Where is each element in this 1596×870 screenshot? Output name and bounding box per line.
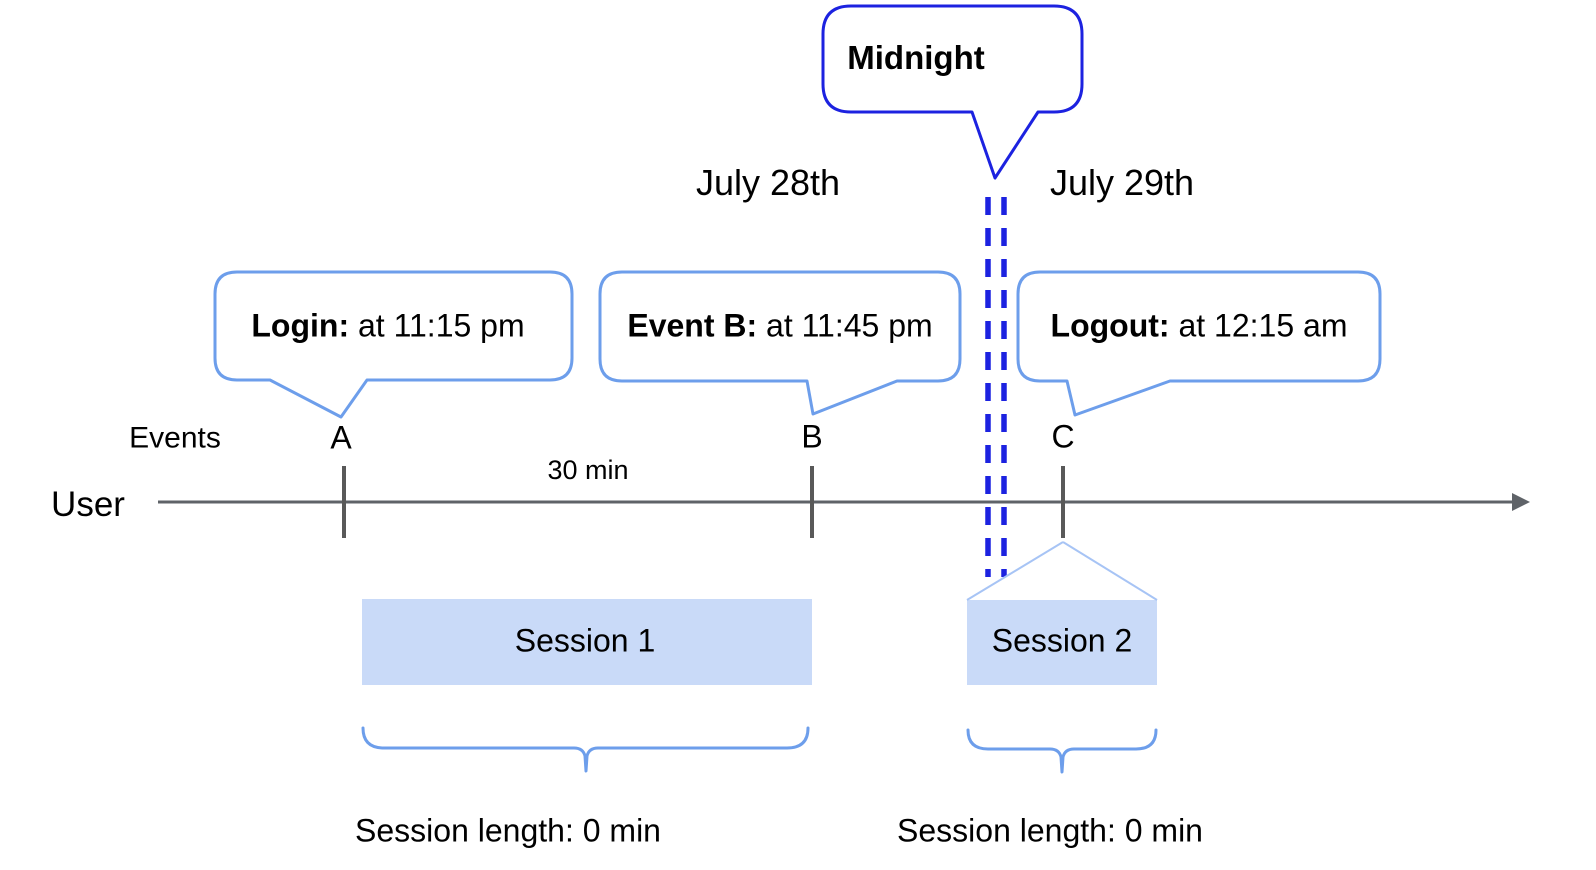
session-2-funnel-right-line — [1062, 541, 1158, 601]
session-1-bar — [362, 599, 812, 685]
logout-callout-text: Logout: at 12:15 am — [1051, 308, 1348, 343]
user-axis-label: User — [51, 484, 125, 524]
midnight-label: Midnight — [847, 38, 985, 76]
session-1-length-label: Session length: 0 min — [355, 812, 661, 849]
session-1-brace — [361, 726, 810, 773]
session-2-funnel-left-line — [966, 541, 1064, 601]
date-july-28-label: July 28th — [695, 162, 841, 204]
event-marker-a: A — [330, 419, 352, 456]
session-2-brace — [966, 728, 1158, 774]
login-callout-bubble — [213, 270, 574, 419]
login-callout-text: Login: at 11:15 pm — [251, 308, 524, 343]
events-row-label: Events — [129, 421, 221, 455]
session-2-length-label: Session length: 0 min — [897, 812, 1203, 849]
event-marker-b: B — [801, 418, 823, 455]
session-2-label: Session 2 — [991, 622, 1133, 659]
interval-30-min-label: 30 min — [547, 455, 629, 486]
logout-callout-bubble — [1016, 270, 1382, 417]
midnight-callout-bubble — [821, 4, 1084, 180]
login-callout-label: Login: — [251, 307, 350, 344]
event-b-callout-label: Event B: — [627, 307, 758, 344]
timeline-arrowhead — [1512, 493, 1530, 511]
event-marker-c: C — [1051, 418, 1075, 455]
logout-callout-time: at 12:15 am — [1169, 307, 1348, 344]
login-callout-time: at 11:15 pm — [349, 307, 525, 344]
event-b-callout-time: at 11:45 pm — [757, 307, 933, 344]
event-b-callout-bubble — [598, 270, 962, 416]
session-1-label: Session 1 — [514, 622, 656, 659]
session-2-bar — [967, 600, 1157, 685]
logout-callout-label: Logout: — [1050, 307, 1170, 344]
date-july-29-label: July 29th — [1049, 162, 1195, 204]
event-b-callout-text: Event B: at 11:45 pm — [627, 308, 932, 343]
